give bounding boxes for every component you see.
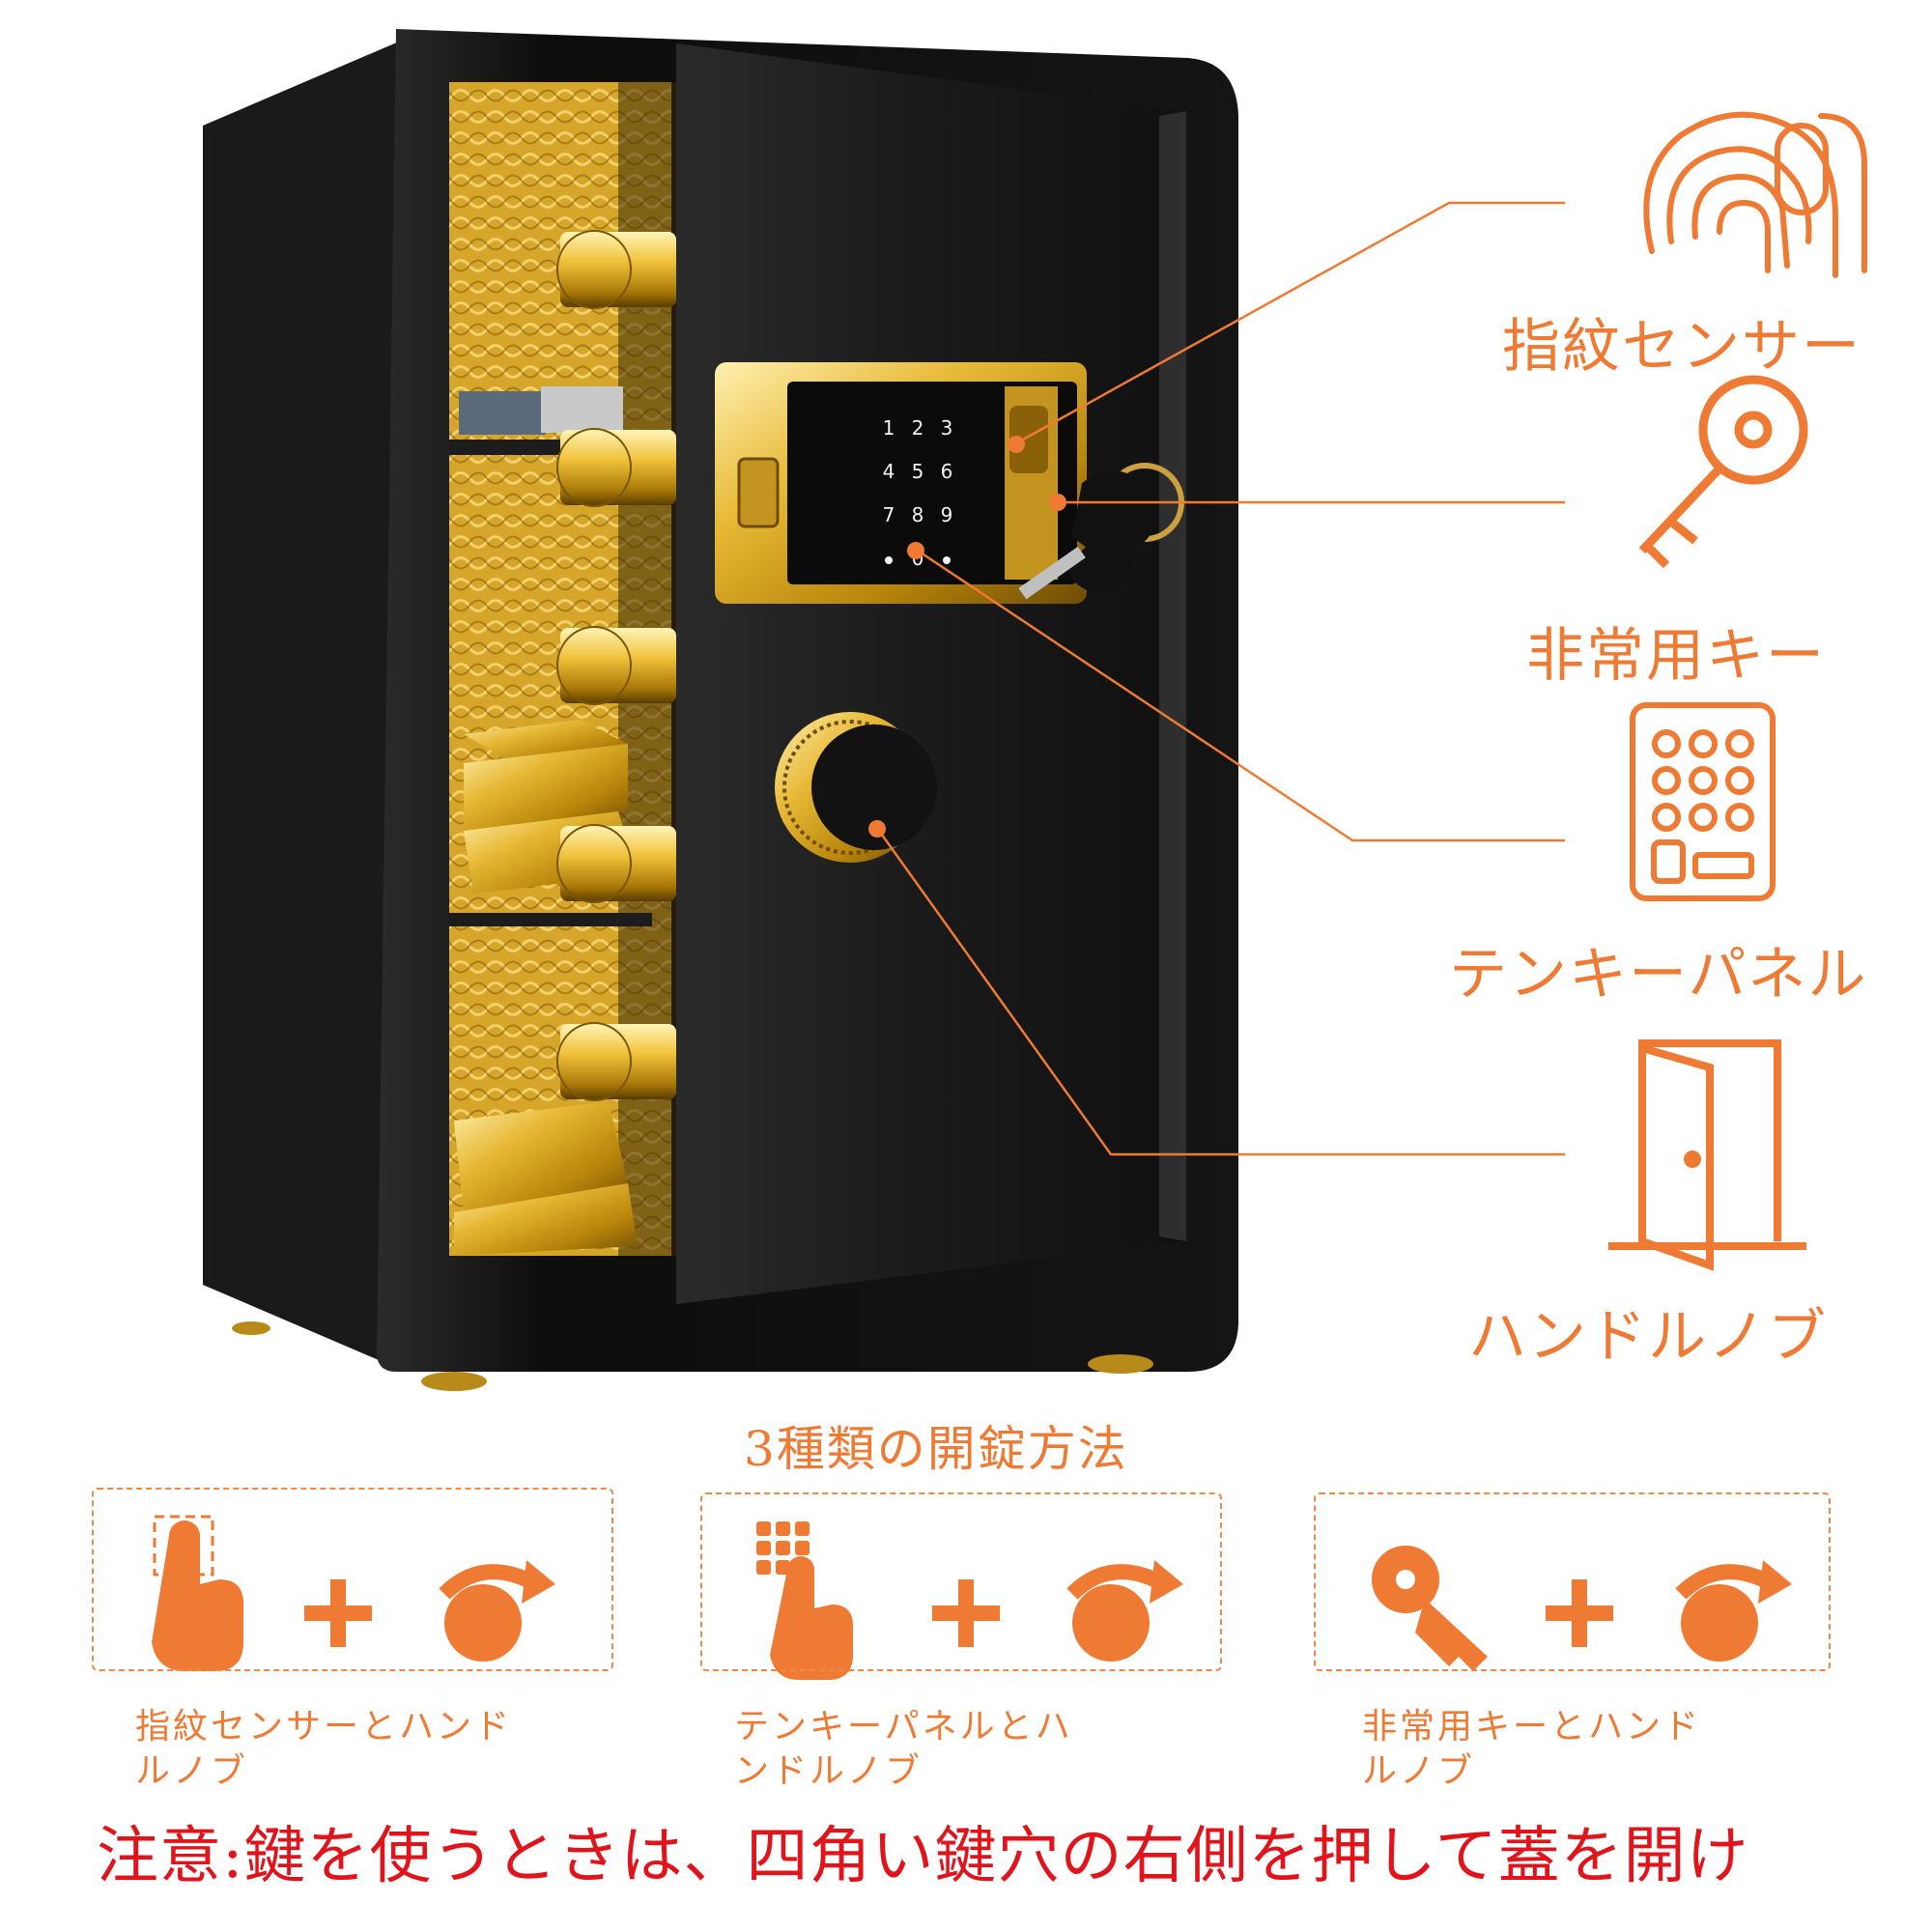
keypad-key: 3 xyxy=(941,416,953,440)
bolt xyxy=(556,824,676,903)
key-solid-icon xyxy=(1372,1546,1488,1671)
methods-title: 3種類の開錠方法 xyxy=(744,1421,1128,1477)
safe-foot xyxy=(232,1321,270,1335)
keypad-key: 1 xyxy=(883,416,895,440)
method-box-key xyxy=(1314,1492,1831,1671)
gold-bars xyxy=(454,720,638,1256)
rotate-knob-icon xyxy=(1066,1560,1183,1662)
rotate-knob-icon xyxy=(439,1560,555,1662)
keypad-key: 4 xyxy=(883,460,895,483)
handle-knob xyxy=(775,712,937,863)
keypad-icon xyxy=(1630,702,1776,901)
method-caption-line: ンドルノブ xyxy=(734,1751,923,1791)
callout-lines xyxy=(868,201,1565,1156)
keypad-key: 2 xyxy=(912,416,924,440)
method-caption-line: 非常用キーとハンド xyxy=(1362,1707,1702,1747)
method-caption-keypad: テンキーパネルとハ ンドルノブ xyxy=(734,1705,1073,1794)
fingerprint-icon xyxy=(1643,111,1867,278)
fingerprint-sensor xyxy=(1009,406,1048,473)
key-icon xyxy=(1638,375,1808,569)
safe-foot xyxy=(1088,1354,1153,1374)
safe-foot xyxy=(421,1372,487,1391)
feature-label-emergency-key: 非常用キー xyxy=(1526,622,1826,690)
bolt xyxy=(556,626,676,705)
keypad-key: 8 xyxy=(912,503,924,526)
box-item xyxy=(541,386,623,433)
callout-line-fingerprint xyxy=(1013,201,1565,446)
safe-side-panel xyxy=(203,39,406,1372)
keys xyxy=(1018,463,1184,600)
bolt xyxy=(556,230,676,309)
bolt xyxy=(556,428,676,507)
feature-label-handle-knob: ハンドルノブ xyxy=(1468,1303,1828,1371)
digital-lock-panel: 1 2 3 4 5 6 7 8 9 0 xyxy=(715,362,1087,604)
method-box-keypad xyxy=(700,1492,1222,1671)
bolt xyxy=(556,1022,676,1101)
keypad-key: 6 xyxy=(941,460,953,483)
safe-door xyxy=(676,43,1186,1304)
shelf xyxy=(449,913,652,926)
method-box-fingerprint xyxy=(92,1488,613,1671)
locking-bolts xyxy=(556,230,676,1101)
usage-note: 注意:鍵を使うときは、四角い鍵穴の右側を押して蓋を開け xyxy=(97,1821,1749,1892)
door-inner-edge xyxy=(1159,111,1186,1241)
method-caption-fingerprint: 指紋センサーとハンド ルノブ xyxy=(135,1705,512,1794)
method-caption-line: ルノブ xyxy=(1362,1751,1476,1791)
door-icon xyxy=(1608,1039,1806,1271)
plus-icon xyxy=(304,1579,372,1647)
keypad-key: 7 xyxy=(883,503,895,526)
method-caption-line: テンキーパネルとハ xyxy=(734,1707,1073,1747)
finger-touch-icon xyxy=(152,1515,243,1671)
method-caption-line: 指紋センサーとハンド xyxy=(135,1707,513,1747)
callout-line-knob xyxy=(877,830,1565,1156)
method-caption-line: ルノブ xyxy=(135,1751,249,1791)
callout-line-keypad xyxy=(917,549,1565,842)
rotate-knob-icon xyxy=(1675,1560,1792,1662)
method-caption-key: 非常用キーとハンド ルノブ xyxy=(1362,1705,1701,1794)
keypad-key: 9 xyxy=(941,503,953,526)
keypad-key: 5 xyxy=(912,460,924,483)
card-item xyxy=(459,391,546,435)
feature-label-fingerprint: 指紋センサー xyxy=(1502,313,1861,381)
plus-icon xyxy=(932,1579,1000,1647)
keypad-press-icon xyxy=(756,1521,853,1680)
plus-icon xyxy=(1546,1579,1613,1647)
feature-label-keypad: テンキーパネル xyxy=(1449,941,1868,1009)
fingerprint-reader xyxy=(737,457,780,528)
safe: 1 2 3 4 5 6 7 8 9 0 xyxy=(203,29,1238,1391)
